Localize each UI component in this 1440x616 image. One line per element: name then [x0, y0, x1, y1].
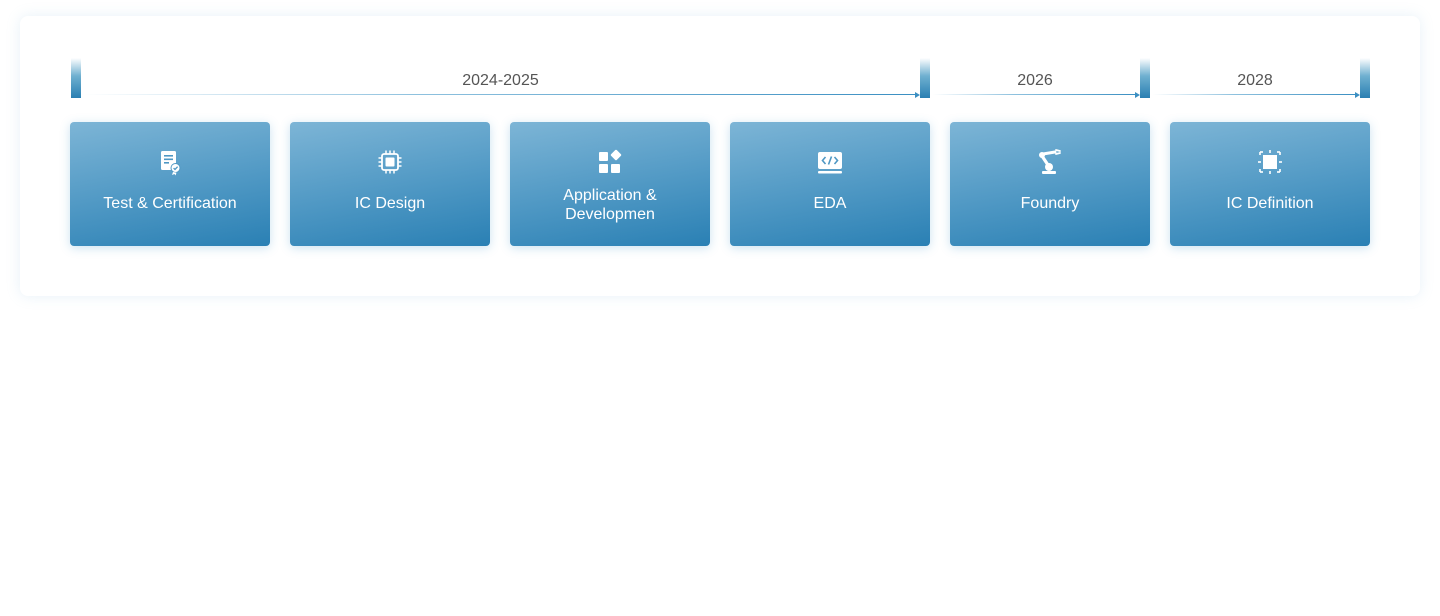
card-application-development[interactable]: Application & Developmen [510, 122, 710, 246]
card-label: Foundry [1020, 195, 1080, 212]
timeline-segment-label: 2026 [1017, 72, 1053, 89]
card-label: EDA [813, 195, 847, 212]
code-icon [816, 148, 844, 176]
category-cards: Test & Certification IC Design [70, 122, 1370, 246]
timeline-segment-label: 2028 [1237, 72, 1273, 89]
card-ic-definition[interactable]: IC Definition [1170, 122, 1370, 246]
timeline: 2024-2025 2026 2028 [20, 16, 1420, 116]
timeline-segment-line [1153, 94, 1356, 95]
timeline-segment-line [84, 94, 916, 95]
timeline-segment-line [933, 94, 1136, 95]
card-ic-design[interactable]: IC Design [290, 122, 490, 246]
robot-arm-icon [1036, 148, 1064, 176]
timeline-tick-2024-2025-end [920, 58, 930, 98]
roadmap-panel: 2024-2025 2026 2028 [20, 16, 1420, 296]
card-foundry[interactable]: Foundry [950, 122, 1150, 246]
card-eda[interactable]: EDA [730, 122, 930, 246]
apps-icon [596, 148, 624, 176]
card-label: IC Design [354, 195, 426, 212]
timeline-tick-2026-end [1140, 58, 1150, 98]
chip-icon [376, 148, 404, 176]
card-test-certification[interactable]: Test & Certification [70, 122, 270, 246]
timeline-segment-label: 2024-2025 [462, 72, 539, 89]
timeline-arrow-icon [1135, 92, 1140, 98]
certificate-icon [156, 148, 184, 176]
timeline-tick-start [71, 58, 81, 98]
card-label: Test & Certification [103, 195, 237, 212]
processor-icon [1256, 148, 1284, 176]
timeline-arrow-icon [1355, 92, 1360, 98]
card-label: Application & Developmen [563, 187, 657, 223]
timeline-arrow-icon [915, 92, 920, 98]
card-label: IC Definition [1226, 195, 1314, 212]
timeline-tick-2028-end [1360, 58, 1370, 98]
